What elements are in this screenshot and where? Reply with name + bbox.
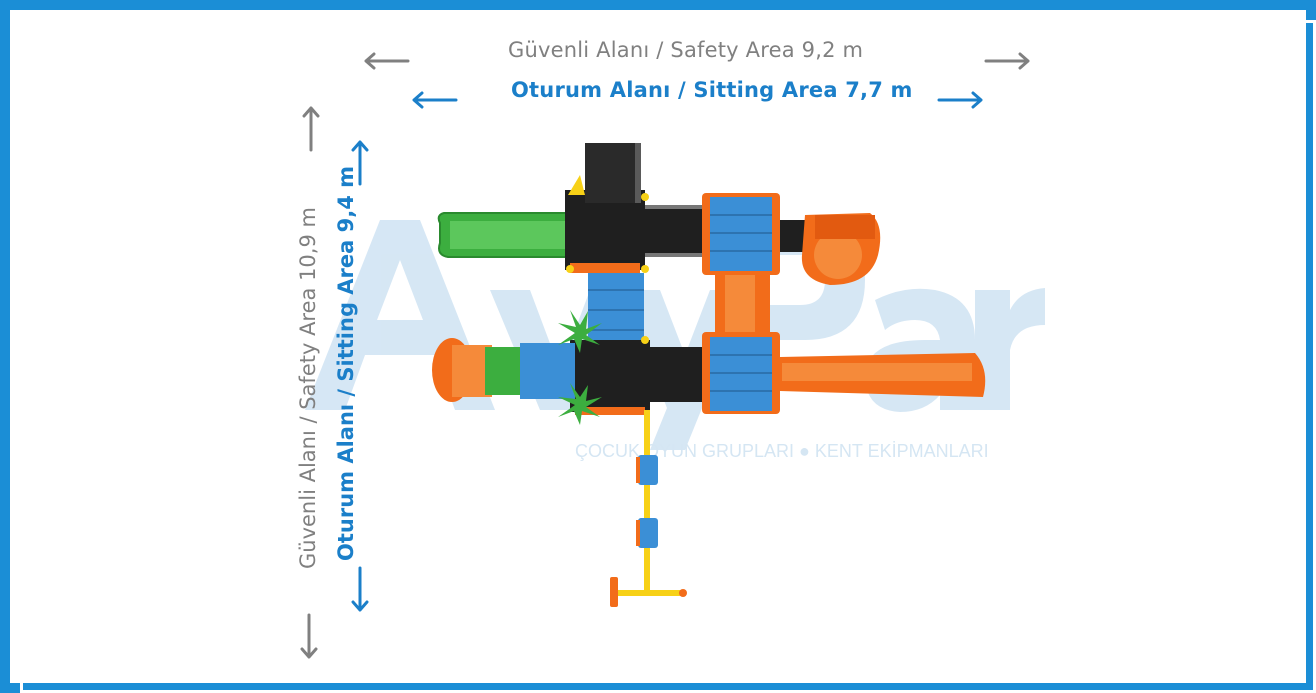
tube-slide-left bbox=[432, 338, 575, 402]
green-slide bbox=[437, 212, 571, 258]
sitting-up-arrow-icon bbox=[351, 140, 369, 186]
inner-border bbox=[20, 20, 1316, 693]
tower-top-left bbox=[565, 143, 649, 273]
bridge-top bbox=[645, 209, 705, 253]
safety-down-arrow-icon bbox=[300, 613, 318, 659]
safety-width-label: Güvenli Alanı / Safety Area 9,2 m bbox=[508, 38, 864, 62]
watermark-tagline: ÇOCUK OYUN GRUPLARI ● KENT EKİPMANLARI bbox=[575, 441, 989, 461]
sitting-down-arrow-icon bbox=[351, 566, 369, 612]
safety-right-arrow-icon bbox=[984, 52, 1030, 70]
blue-panel-top bbox=[702, 193, 780, 275]
blue-panel-bottom bbox=[702, 332, 780, 414]
spiral-slide bbox=[801, 213, 881, 285]
safety-height-label: Güvenli Alanı / Safety Area 10,9 m bbox=[296, 207, 320, 569]
blue-tube-vertical bbox=[588, 273, 644, 343]
palm-decoration bbox=[558, 310, 602, 425]
orange-tube-vertical bbox=[715, 275, 770, 335]
bridge-bottom bbox=[650, 347, 705, 402]
sitting-left-arrow-icon bbox=[412, 91, 458, 109]
safety-up-arrow-icon bbox=[302, 106, 320, 152]
playground-top-view bbox=[432, 143, 986, 607]
sitting-width-label: Oturum Alanı / Sitting Area 7,7 m bbox=[511, 78, 913, 102]
sitting-height-label: Oturum Alanı / Sitting Area 9,4 m bbox=[334, 165, 358, 561]
yellow-climber bbox=[610, 410, 687, 607]
safety-left-arrow-icon bbox=[364, 52, 410, 70]
long-orange-slide bbox=[780, 353, 986, 397]
sitting-right-arrow-icon bbox=[937, 91, 983, 109]
